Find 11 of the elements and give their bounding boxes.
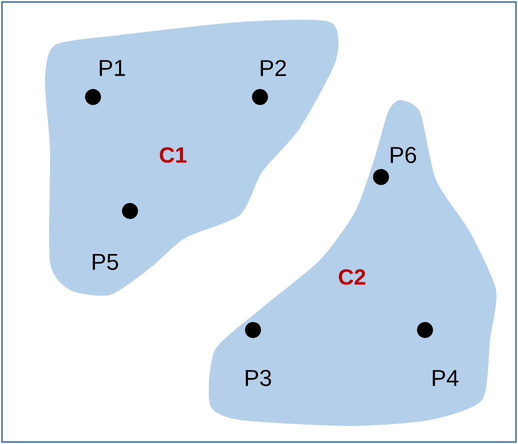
node-label: P2	[260, 60, 286, 76]
node-label: P3	[246, 370, 272, 386]
node-label: P1	[100, 60, 125, 76]
node-label: P4	[432, 370, 458, 386]
node-label: P6	[390, 146, 416, 164]
node-label: P5	[92, 254, 118, 270]
labeled-point: P3	[245, 322, 272, 386]
labeled-point: P6	[373, 146, 416, 185]
labeled-point: P5	[92, 203, 138, 270]
labeled-point: P4	[417, 322, 458, 386]
labeled-point: P1	[85, 60, 125, 105]
